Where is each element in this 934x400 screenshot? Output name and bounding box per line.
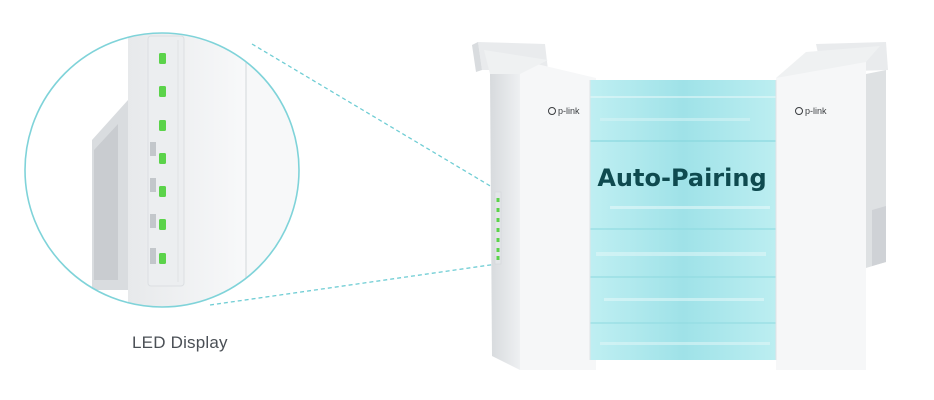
brand-logo-text: p-link	[558, 106, 580, 116]
brand-logo-text: p-link	[805, 106, 827, 116]
tp-link-logo-icon	[795, 107, 803, 115]
led-light	[159, 53, 166, 64]
led-light	[159, 219, 166, 230]
zoom-connector-lines	[209, 43, 498, 306]
led-light	[159, 253, 166, 264]
led-indicators	[159, 53, 166, 264]
auto-pairing-glow-panel	[590, 80, 776, 360]
tp-link-logo-icon	[548, 107, 556, 115]
led-display-caption: LED Display	[132, 333, 228, 352]
led-light	[159, 86, 166, 97]
led-light	[159, 153, 166, 164]
auto-pairing-headline: Auto-Pairing	[597, 164, 767, 192]
led-light	[159, 186, 166, 197]
brand-logo-right: p-link	[795, 106, 827, 116]
brand-logo-left: p-link	[548, 106, 580, 116]
light-streaks	[590, 96, 776, 345]
led-zoom-circle	[24, 32, 300, 308]
led-light	[159, 120, 166, 131]
extender-pair	[472, 42, 888, 370]
